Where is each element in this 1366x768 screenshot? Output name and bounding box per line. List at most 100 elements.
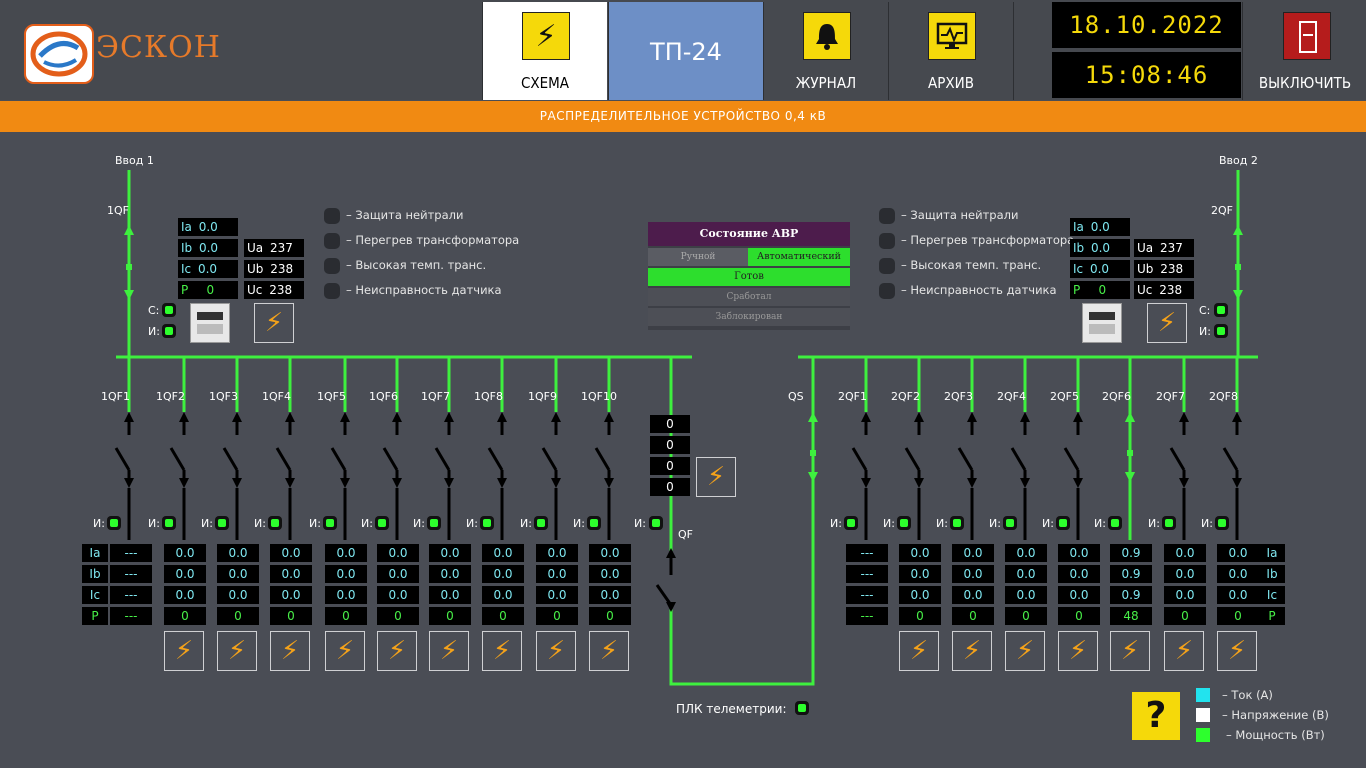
- feeder-right_feeders-7-ic: 0.0: [1217, 586, 1259, 604]
- feeder-right_feeders-7-p: 0: [1217, 607, 1259, 625]
- input1-ia: Ia 0.0: [178, 218, 238, 236]
- feeder-left_feeders-5-ib: 0.0: [429, 565, 471, 583]
- feeder-right_feeders-6-ia: 0.0: [1164, 544, 1206, 562]
- feeder-left_feeders-6-ic: 0.0: [482, 586, 524, 604]
- legend-voltage-swatch: [1196, 708, 1210, 722]
- feeder-left_first_arr-0-ia: ---: [110, 544, 152, 562]
- right-alarm-1-text: – Защита нейтрали: [901, 208, 1019, 222]
- tab-journal[interactable]: ЖУРНАЛ: [763, 2, 888, 100]
- feeder-left_feeders-1-p: 0: [217, 607, 259, 625]
- feeder-right_feeders-4-ia: 0.0: [1058, 544, 1100, 562]
- left-alarm-4-indicator: [324, 283, 340, 299]
- feeder-left_feeders-1-name: 1QF3: [209, 390, 238, 403]
- avr-manual[interactable]: Ручной: [648, 248, 748, 266]
- feeder-left_feeders-8-indicator: [587, 516, 601, 530]
- feeder-left_feeders-1-lightning-icon[interactable]: ⚡: [217, 631, 257, 671]
- feeder-left_feeders-2-ic: 0.0: [270, 586, 312, 604]
- feeder-right_feeders-6-lightning-icon[interactable]: ⚡: [1164, 631, 1204, 671]
- power-off-icon: [1283, 12, 1331, 60]
- feeder-right_feeders-5-i-label: И:: [1094, 517, 1106, 530]
- feeder-left_feeders-5-p: 0: [429, 607, 471, 625]
- feeder-left_feeders-5-indicator: [427, 516, 441, 530]
- feeder-right_feeders-6-i-label: И:: [1148, 517, 1160, 530]
- feeder-left_feeders-2-lightning-icon[interactable]: ⚡: [270, 631, 310, 671]
- left-row-label-ib: Ib: [82, 565, 108, 583]
- input2-lightning-icon[interactable]: ⚡: [1147, 303, 1187, 343]
- input2-energy-meter-icon[interactable]: [1082, 303, 1122, 343]
- feeder-left_feeders-6-name: 1QF8: [474, 390, 503, 403]
- feeder-right_feeders-2-name: 2QF3: [944, 390, 973, 403]
- bell-icon: [803, 12, 851, 60]
- feeder-left_feeders-6-lightning-icon[interactable]: ⚡: [482, 631, 522, 671]
- plc-indicator: [795, 701, 809, 715]
- tab-tp24[interactable]: ТП-24: [608, 2, 763, 100]
- feeder-left_feeders-7-ib: 0.0: [536, 565, 578, 583]
- feeder-right_feeders-6-p: 0: [1164, 607, 1206, 625]
- power-off-label: ВЫКЛЮЧИТЬ: [1258, 74, 1352, 92]
- feeder-right_feeders-7-i-label: И:: [1201, 517, 1213, 530]
- feeder-left_first_arr-0-indicator: [107, 516, 121, 530]
- section-i-indicator: [649, 516, 663, 530]
- feeder-left_feeders-5-lightning-icon[interactable]: ⚡: [429, 631, 469, 671]
- input1-i-label: И:: [148, 325, 160, 338]
- feeder-left_feeders-0-ia: 0.0: [164, 544, 206, 562]
- power-off-button[interactable]: ВЫКЛЮЧИТЬ: [1242, 2, 1366, 100]
- avr-auto[interactable]: Автоматический: [748, 248, 850, 266]
- feeder-left_first_arr-0-p: ---: [110, 607, 152, 625]
- feeder-right_feeders-5-lightning-icon[interactable]: ⚡: [1110, 631, 1150, 671]
- feeder-right_feeders-0-name: 2QF1: [838, 390, 867, 403]
- feeder-left_feeders-2-p: 0: [270, 607, 312, 625]
- section-lightning-icon[interactable]: ⚡: [696, 457, 736, 497]
- feeder-left_feeders-4-i-label: И:: [361, 517, 373, 530]
- input1-label: Ввод 1: [115, 154, 154, 167]
- feeder-left_feeders-7-ia: 0.0: [536, 544, 578, 562]
- input2-c-indicator: [1214, 303, 1228, 317]
- feeder-right_feeders-6-ic: 0.0: [1164, 586, 1206, 604]
- feeder-left_feeders-3-lightning-icon[interactable]: ⚡: [325, 631, 365, 671]
- right-alarm-3-indicator: [879, 258, 895, 274]
- input2-ia: Ia 0.0: [1070, 218, 1130, 236]
- feeder-left_feeders-8-ib: 0.0: [589, 565, 631, 583]
- feeder-right_feeders-7-ib: 0.0: [1217, 565, 1259, 583]
- feeder-right_feeders-5-ia: 0.9: [1110, 544, 1152, 562]
- avr-title: Состояние АВР: [648, 222, 850, 246]
- input1-ua: Ua 237: [244, 239, 304, 257]
- feeder-right_feeders-7-indicator: [1215, 516, 1229, 530]
- feeder-left_feeders-6-indicator: [480, 516, 494, 530]
- section-meter-1: 0: [650, 415, 690, 433]
- right-alarm-1-indicator: [879, 208, 895, 224]
- feeder-left_feeders-8-lightning-icon[interactable]: ⚡: [589, 631, 629, 671]
- feeder-left_feeders-2-ia: 0.0: [270, 544, 312, 562]
- feeder-right_feeders-3-lightning-icon[interactable]: ⚡: [1005, 631, 1045, 671]
- input2-i-indicator: [1214, 324, 1228, 338]
- section-i-label: И:: [634, 517, 646, 530]
- section-qf-label: QF: [678, 528, 693, 541]
- input1-energy-meter-icon[interactable]: [190, 303, 230, 343]
- feeder-left_feeders-3-ia: 0.0: [325, 544, 367, 562]
- feeder-left_feeders-0-i-label: И:: [148, 517, 160, 530]
- feeder-left_feeders-1-ia: 0.0: [217, 544, 259, 562]
- feeder-right_feeders-4-name: 2QF5: [1050, 390, 1079, 403]
- feeder-left_feeders-4-lightning-icon[interactable]: ⚡: [377, 631, 417, 671]
- feeder-left_feeders-4-ia: 0.0: [377, 544, 419, 562]
- plc-label: ПЛК телеметрии:: [676, 702, 787, 716]
- feeder-left_feeders-4-ib: 0.0: [377, 565, 419, 583]
- feeder-right_feeders-3-name: 2QF4: [997, 390, 1026, 403]
- feeder-left_feeders-0-lightning-icon[interactable]: ⚡: [164, 631, 204, 671]
- feeder-right_feeders-7-lightning-icon[interactable]: ⚡: [1217, 631, 1257, 671]
- feeder-left_feeders-3-p: 0: [325, 607, 367, 625]
- input1-lightning-icon[interactable]: ⚡: [254, 303, 294, 343]
- help-icon[interactable]: ?: [1132, 692, 1180, 740]
- feeder-left_feeders-0-ic: 0.0: [164, 586, 206, 604]
- avr-blocked: Заблокирован: [648, 308, 850, 326]
- feeder-right_feeders-7-name: 2QF8: [1209, 390, 1238, 403]
- tab-scheme[interactable]: ⚡ СХЕМА: [482, 2, 607, 100]
- feeder-left_feeders-8-name: 1QF10: [581, 390, 617, 403]
- feeder-left_feeders-1-indicator: [215, 516, 229, 530]
- feeder-left_feeders-7-lightning-icon[interactable]: ⚡: [536, 631, 576, 671]
- tab-archive[interactable]: АРХИВ: [888, 2, 1013, 100]
- input2-ic: Ic 0.0: [1070, 260, 1130, 278]
- feeder-right_feeders-1-lightning-icon[interactable]: ⚡: [899, 631, 939, 671]
- feeder-right_feeders-4-lightning-icon[interactable]: ⚡: [1058, 631, 1098, 671]
- feeder-right_feeders-2-lightning-icon[interactable]: ⚡: [952, 631, 992, 671]
